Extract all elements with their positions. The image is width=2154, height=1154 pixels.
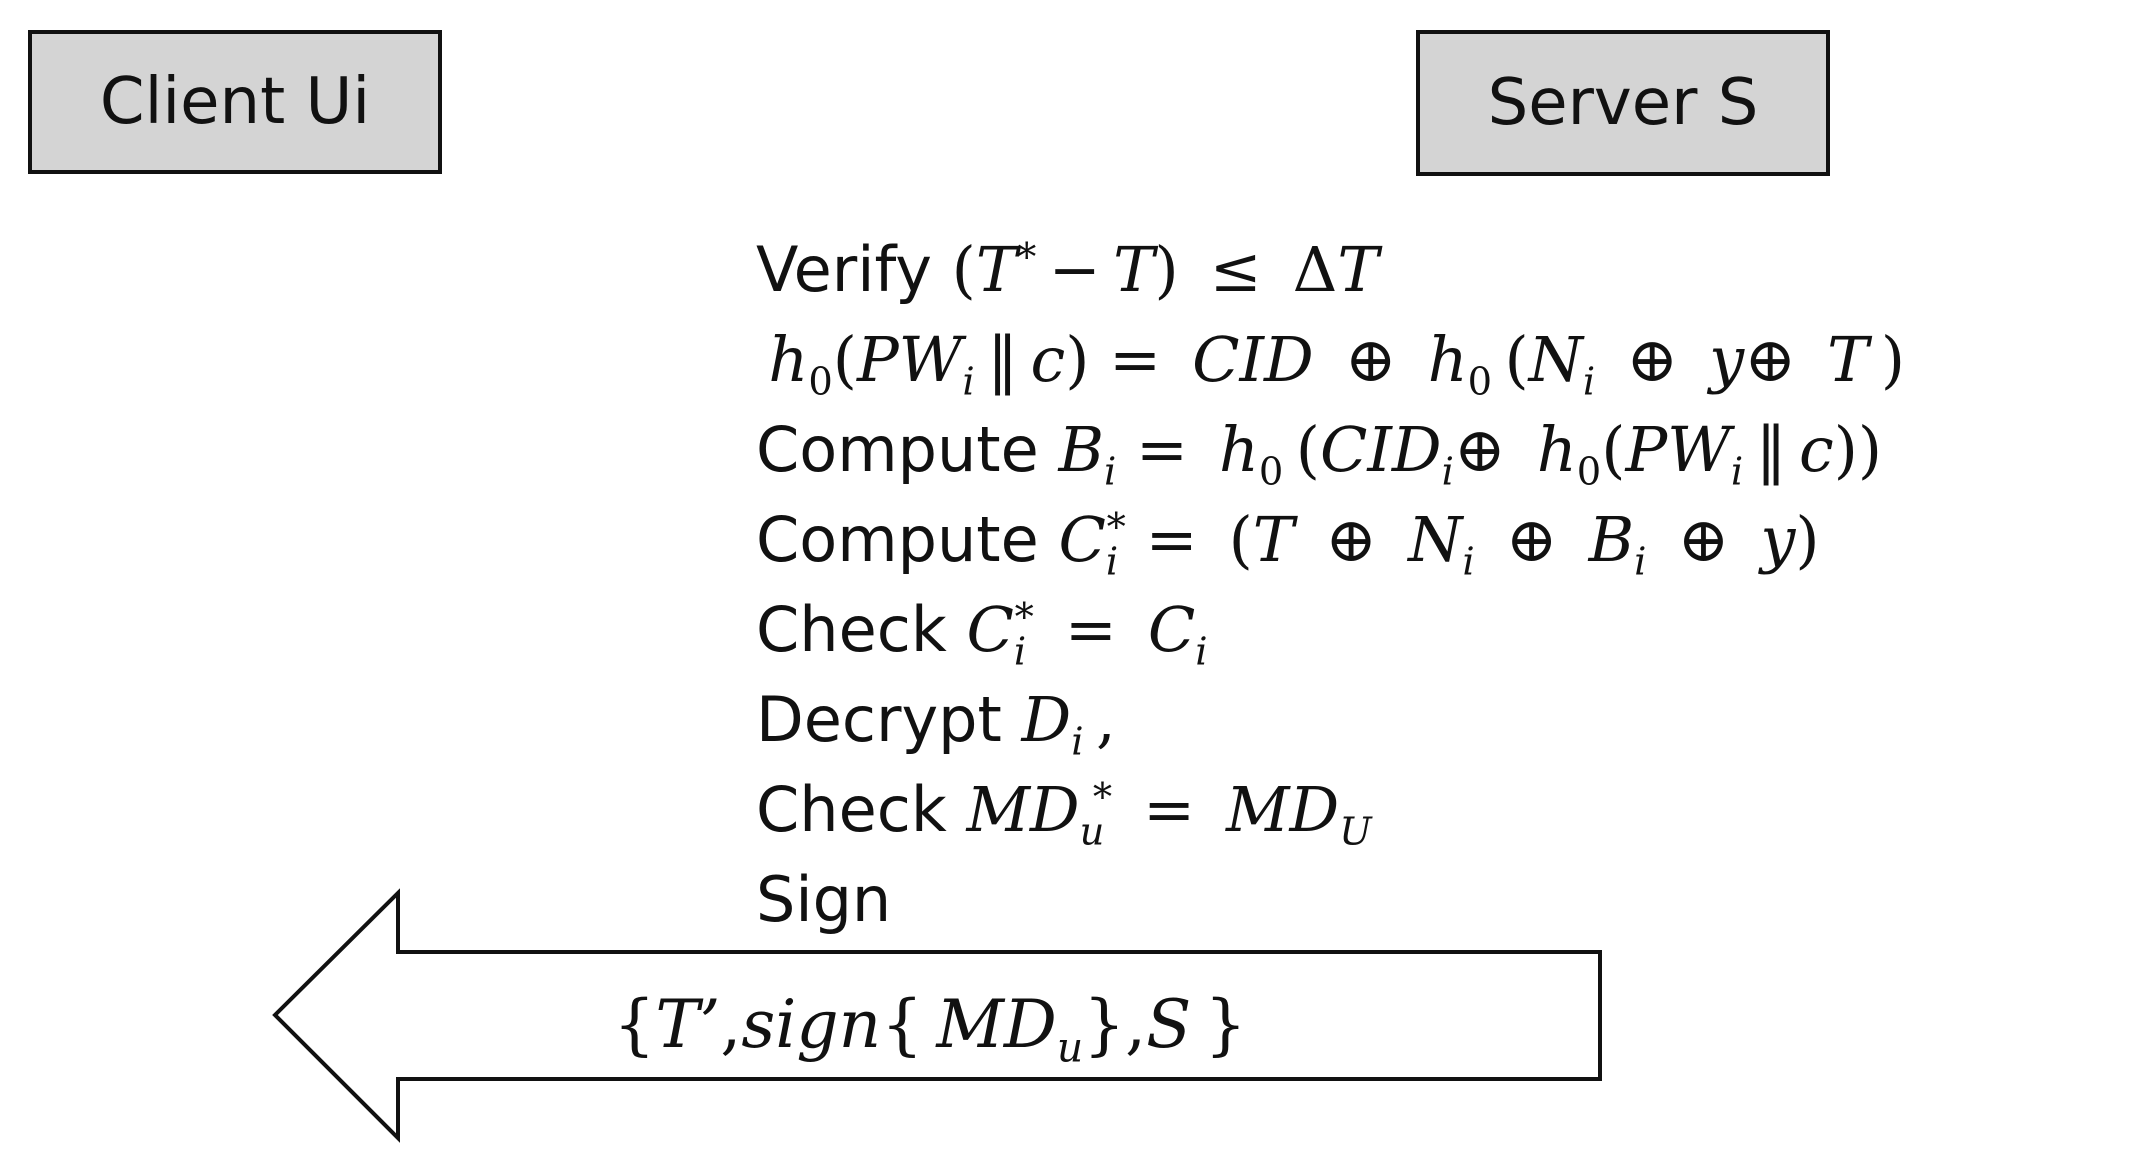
step-keyword: Sign xyxy=(756,863,892,936)
step-expression: Bi = h0 (CIDi⊕ h0(PWi ‖ c)) xyxy=(1058,413,1883,495)
step-check-c: Check Ci* = Ci xyxy=(756,585,1905,675)
client-box: Client Ui xyxy=(28,30,442,174)
step-keyword: Decrypt xyxy=(756,683,1002,756)
step-keyword: Compute xyxy=(756,413,1039,486)
step-keyword: Check xyxy=(756,593,947,666)
step-sign: Sign xyxy=(756,855,1905,945)
step-password-check: h0(PWi ‖ c) = CID ⊕ h0 (Ni ⊕ y⊕ T ) xyxy=(756,315,1905,405)
step-keyword: Compute xyxy=(756,503,1039,576)
step-expression: Ci* = (T ⊕ Ni ⊕ Bi ⊕ y) xyxy=(1058,503,1820,585)
step-expression: h0(PWi ‖ c) = CID ⊕ h0 (Ni ⊕ y⊕ T ) xyxy=(756,323,1906,405)
step-keyword: Check xyxy=(756,773,947,846)
server-steps: Verify (T* − T) ≤ ΔT h0(PWi ‖ c) = CID ⊕… xyxy=(756,225,1905,945)
step-compute-b: Compute Bi = h0 (CIDi⊕ h0(PWi ‖ c)) xyxy=(756,405,1905,495)
step-expression: (T* − T) ≤ ΔT xyxy=(951,233,1379,306)
step-compute-c: Compute Ci* = (T ⊕ Ni ⊕ Bi ⊕ y) xyxy=(756,495,1905,585)
step-expression: Ci* = Ci xyxy=(966,593,1208,675)
step-decrypt: Decrypt Di , xyxy=(756,675,1905,765)
step-keyword: Verify xyxy=(756,233,932,306)
step-expression: Di , xyxy=(1021,683,1116,765)
step-expression: MDu* = MDU xyxy=(966,773,1372,855)
step-check-md: Check MDu* = MDU xyxy=(756,765,1905,855)
server-box: Server S xyxy=(1416,30,1830,176)
server-label: Server S xyxy=(1487,66,1759,140)
client-label: Client Ui xyxy=(99,65,371,139)
step-verify-timestamp: Verify (T* − T) ≤ ΔT xyxy=(756,225,1905,315)
message-content: {T’,sign{ MDu},S } xyxy=(613,986,1247,1072)
